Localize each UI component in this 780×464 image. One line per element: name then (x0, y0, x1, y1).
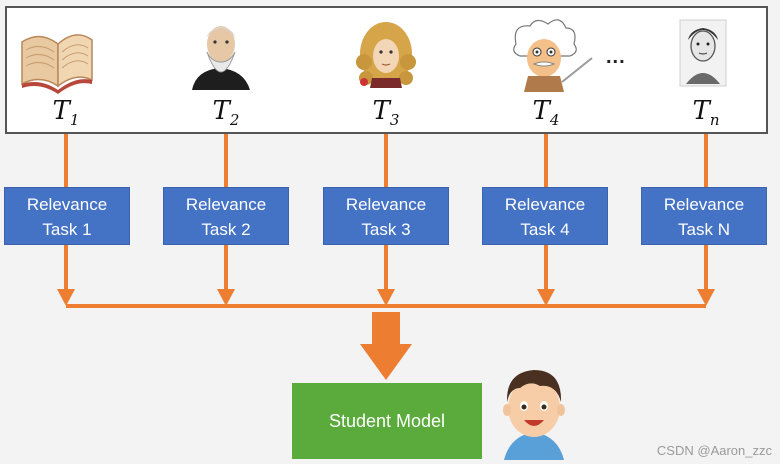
einstein-cartoon-icon (513, 19, 593, 92)
book-icon (21, 34, 93, 94)
teacher-label-2: T2 (212, 96, 240, 130)
student-model-label: Student Model (328, 410, 446, 431)
ellipsis: ... (606, 46, 626, 68)
task-line2: Task 1 (42, 220, 92, 239)
task-line1: Relevance (504, 195, 586, 214)
teacher-label-3: T3 (372, 96, 400, 130)
curly-wig-scientist-icon (356, 22, 416, 88)
task-line1: Relevance (345, 195, 427, 214)
student-model-box: Student Model (292, 383, 482, 459)
relevance-task-4: Relevance Task 4 (482, 187, 608, 245)
relevance-task-1: Relevance Task 1 (4, 187, 130, 245)
task-line2: Task 4 (520, 220, 570, 239)
relevance-task-n: Relevance Task N (641, 187, 767, 245)
relevance-task-2: Relevance Task 2 (163, 187, 289, 245)
task-line2: Task 3 (361, 220, 411, 239)
teacher-label-n: Tn (692, 96, 720, 130)
task-line2: Task 2 (201, 220, 251, 239)
task-line1: Relevance (26, 195, 108, 214)
teacher-label-4: T4 (532, 96, 560, 130)
task-line1: Relevance (663, 195, 745, 214)
watermark: CSDN @Aaron_zzc (656, 443, 772, 458)
task-line1: Relevance (185, 195, 267, 214)
relevance-task-3: Relevance Task 3 (323, 187, 449, 245)
task-line2: Task N (678, 220, 730, 239)
bearded-scientist-icon (192, 26, 250, 90)
teacher-label-1: T1 (52, 96, 80, 130)
turing-portrait-icon (679, 19, 727, 87)
